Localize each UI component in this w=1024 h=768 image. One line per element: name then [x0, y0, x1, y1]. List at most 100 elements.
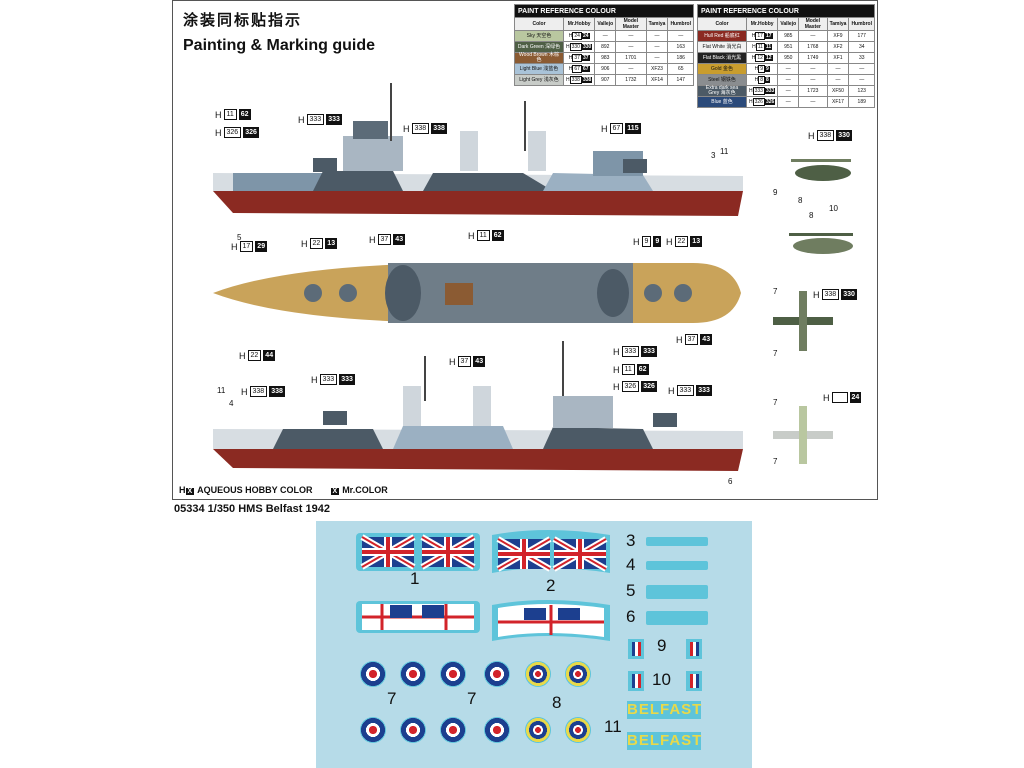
- roundel-type-b: [525, 661, 551, 687]
- decal-number-1: 1: [410, 569, 420, 588]
- paint-swatch: Steel 钢铁色: [697, 74, 747, 86]
- walrus-aircraft-side-1: [791, 159, 851, 181]
- paint-code-humbrol: 189: [848, 96, 875, 108]
- roundel-type-a: [360, 661, 386, 687]
- painting-guide-sheet: 涂装同标贴指示 Painting & Marking guide PAINT R…: [172, 0, 878, 500]
- ref-number: 4: [229, 399, 234, 408]
- paint-code-mm: —: [798, 96, 828, 108]
- decal-number-4: 4: [626, 555, 636, 574]
- belfast-name-decal-2: BELFAST: [627, 732, 703, 750]
- decal-number-9: 9: [657, 636, 667, 655]
- union-jack-flag-1: [356, 533, 480, 571]
- ref-number: 5: [237, 233, 242, 242]
- paint-table-right: PAINT REFERENCE COLOUR Color Mr.Hobby Va…: [697, 4, 875, 108]
- decal-number-11: 11: [604, 717, 622, 736]
- paint-code-tamiya: XF14: [645, 74, 669, 86]
- paint-table-left: PAINT REFERENCE COLOUR Color Mr.Hobby Va…: [514, 4, 694, 86]
- ref-number: 3: [711, 151, 716, 160]
- ref-number: 11: [217, 386, 226, 395]
- ref-number: 7: [773, 457, 778, 466]
- decal-strip-6: [646, 611, 708, 625]
- decal-number-10: 10: [652, 670, 671, 689]
- ref-number: 7: [773, 398, 778, 407]
- ship-side-view-starboard: [213, 83, 743, 216]
- roundel-type-a: [400, 717, 426, 743]
- white-ensign-flag-2-waving: [492, 600, 610, 641]
- decal-number-5: 5: [626, 581, 636, 600]
- roundel-type-a: [360, 717, 386, 743]
- paint-code-humbrol: 147: [667, 74, 694, 86]
- paint-code-vallejo: 907: [594, 74, 617, 86]
- ref-number: 6: [728, 477, 733, 486]
- paint-code-tamiya: XF17: [826, 96, 850, 108]
- fin-flash-decals: [628, 639, 702, 691]
- title-chinese: 涂装同标贴指示: [183, 12, 303, 29]
- ship-top-view: [213, 263, 741, 323]
- ref-number: 7: [773, 287, 778, 296]
- belfast-name-decal-1: BELFAST: [627, 701, 703, 719]
- kit-subtitle: 05334 1/350 HMS Belfast 1942: [174, 503, 330, 515]
- ship-illustrations: [213, 83, 853, 471]
- paint-code-mm: 1732: [615, 74, 647, 86]
- walrus-aircraft-top: [773, 291, 833, 351]
- decal-number-6: 6: [626, 607, 636, 626]
- roundel-type-a: [484, 661, 510, 687]
- paint-swatch: Blue 蓝色: [697, 96, 747, 108]
- decal-artwork: [356, 530, 708, 691]
- roundel-type-b: [565, 717, 591, 743]
- decal-strip-4: [646, 561, 708, 570]
- walrus-aircraft-bottom: [773, 406, 833, 464]
- decal-sheet: 1 2 3 4 5 6 9 10 7 7 8 11 BELFAST BELFAS…: [316, 521, 752, 768]
- ref-number: 7: [773, 349, 778, 358]
- union-jack-flag-2-waving: [492, 530, 610, 573]
- ship-side-view-port: [213, 341, 743, 471]
- decal-number-2: 2: [546, 576, 556, 595]
- white-ensign-flag-1: [356, 601, 480, 633]
- decal-number-7a: 7: [387, 689, 397, 708]
- roundel-type-b: [525, 717, 551, 743]
- walrus-aircraft-side-2: [789, 233, 853, 254]
- ref-number: 8: [798, 196, 803, 205]
- ref-number: 9: [773, 188, 778, 197]
- roundel-type-a: [400, 661, 426, 687]
- roundel-type-a: [484, 717, 510, 743]
- roundel-type-a: [440, 661, 466, 687]
